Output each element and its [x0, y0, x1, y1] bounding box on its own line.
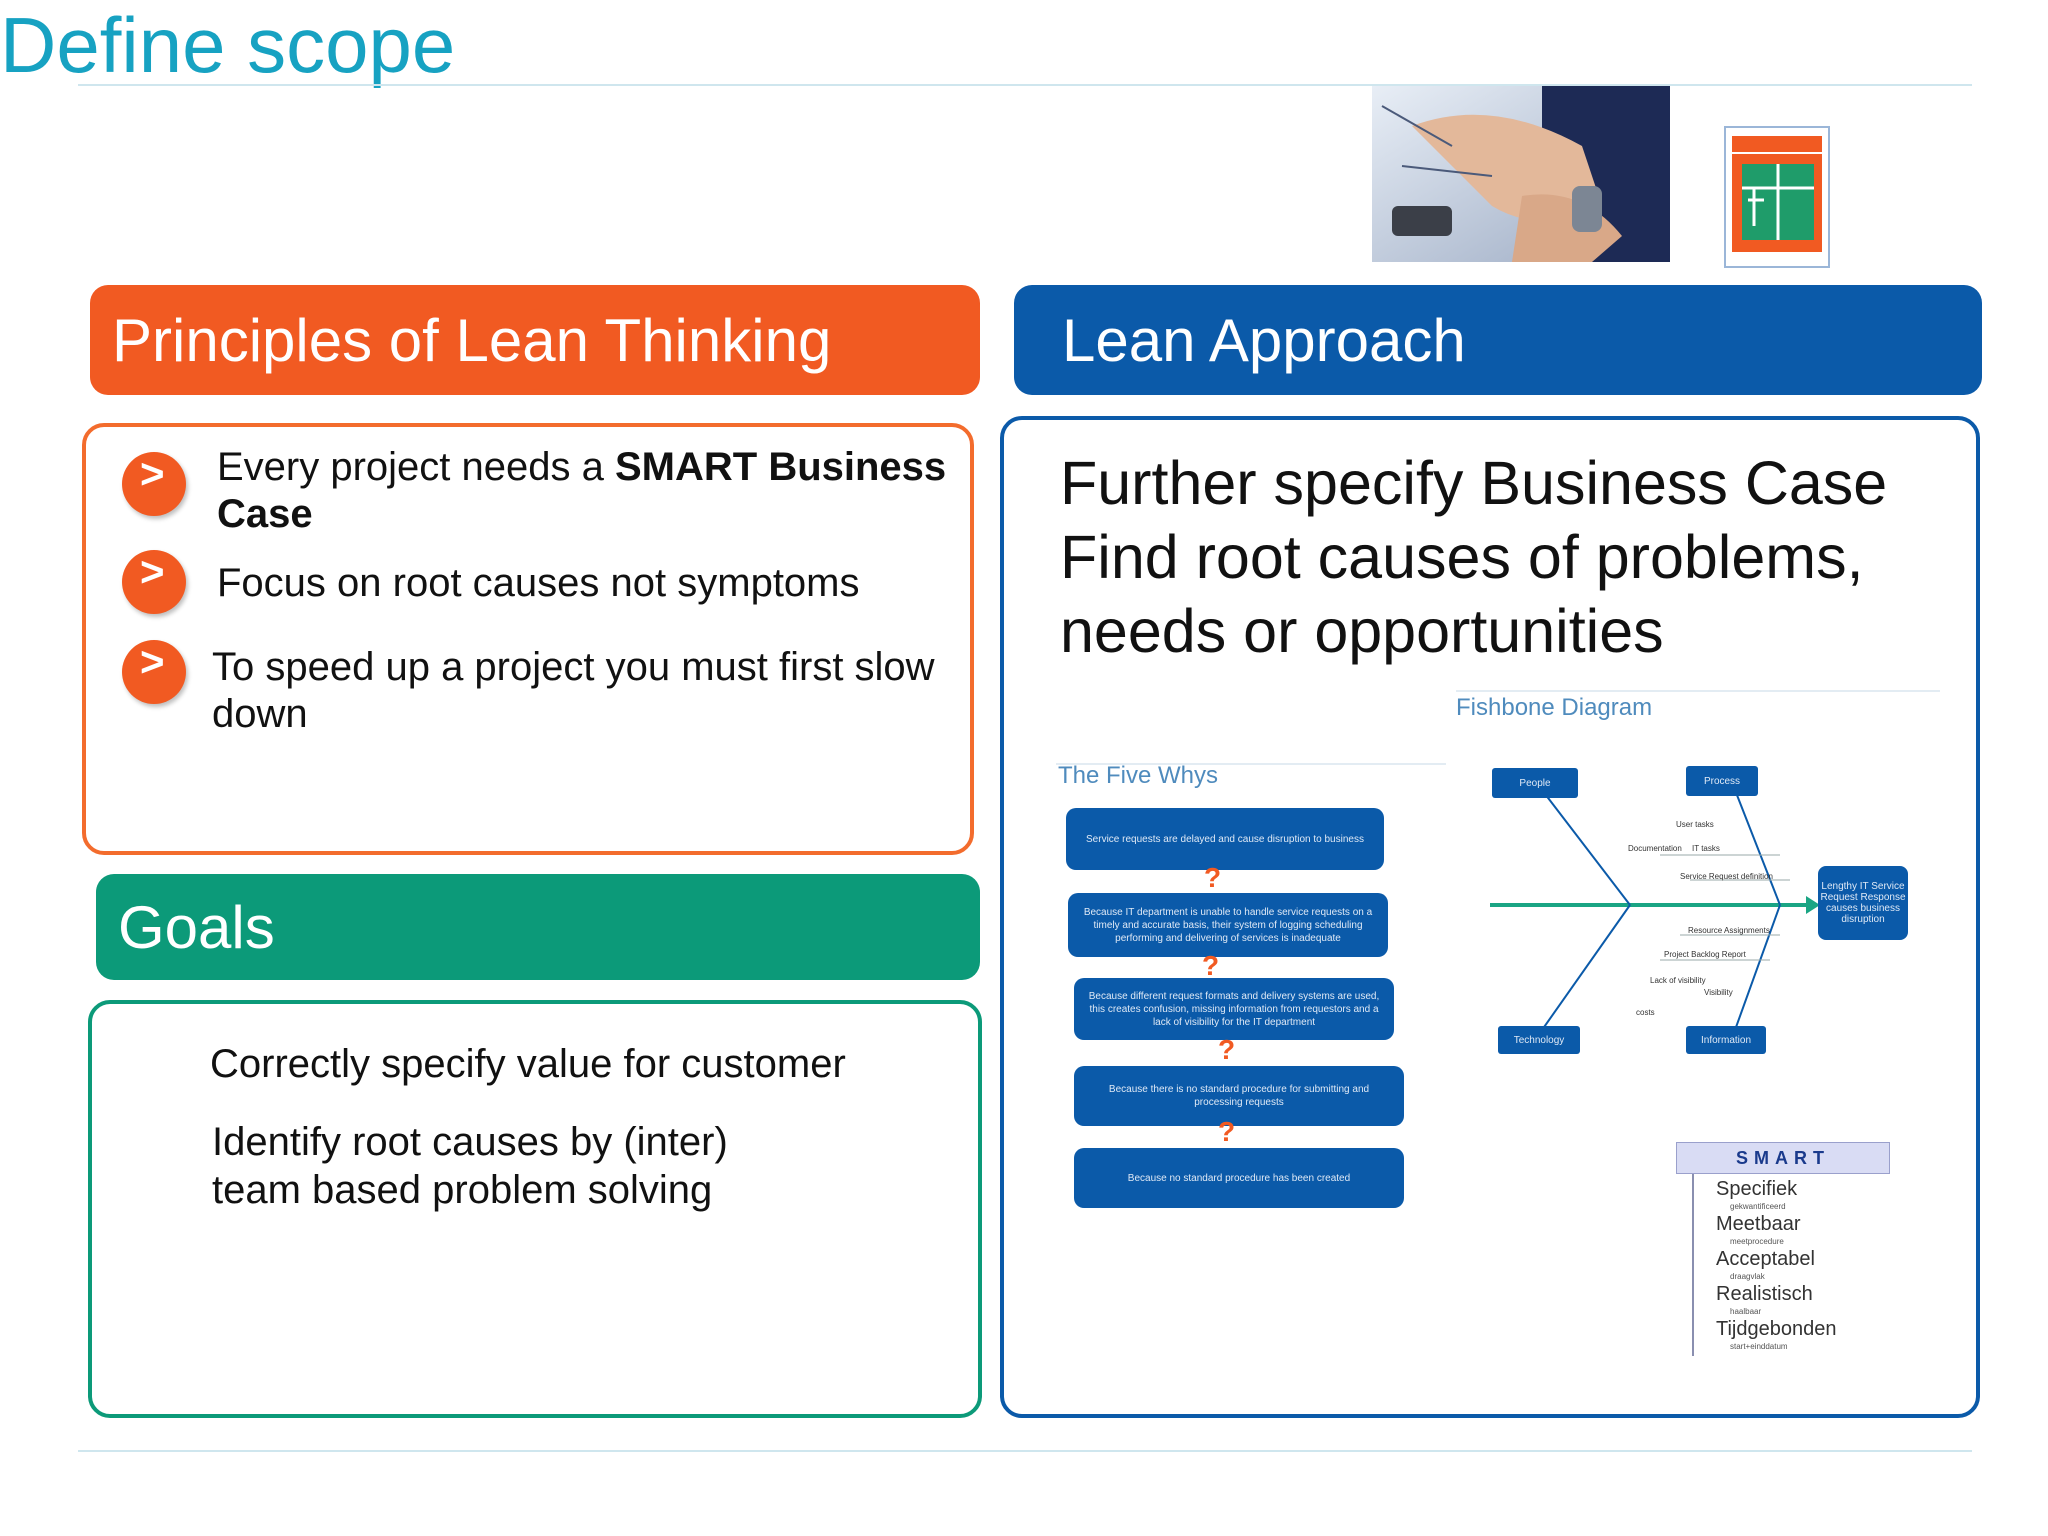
fishbone-people: People: [1492, 768, 1578, 798]
why-box-5: Because no standard procedure has been c…: [1074, 1148, 1404, 1208]
fishbone-note: Visibility: [1704, 988, 1733, 997]
lean-line-1: Further specify Business Case: [1060, 449, 1888, 517]
fishbone-information: Information: [1686, 1026, 1766, 1054]
smart-sub: meetprocedure: [1730, 1237, 1784, 1246]
why-question-1: ?: [1204, 862, 1222, 893]
fishbone-note: Lack of visibility: [1650, 976, 1706, 985]
lean-approach-text: Further specify Business Case Find root …: [1060, 446, 1887, 668]
goals-header: Goals: [96, 874, 980, 980]
why-box-4: Because there is no standard procedure f…: [1074, 1066, 1404, 1126]
principle-text: Every project needs a: [217, 445, 615, 489]
smart-item: Specifiek: [1716, 1178, 1798, 1200]
fishbone-effect: Lengthy IT Service Request Response caus…: [1818, 866, 1908, 940]
smart-sub: haalbaar: [1730, 1307, 1762, 1316]
fishbone-note: Documentation: [1628, 844, 1682, 853]
five-whys-caption: The Five Whys: [1058, 762, 1219, 789]
page-title: Define scope: [0, 1, 456, 89]
arrow-bullet-icon: >: [122, 548, 186, 614]
why-box-1: Service requests are delayed and cause d…: [1066, 808, 1384, 870]
smart-header: SMART: [1676, 1142, 1890, 1174]
goal-item-1: Correctly specify value for customer: [210, 1042, 846, 1086]
why-question-3: ?: [1218, 1034, 1236, 1065]
smart-sub: draagvlak: [1730, 1272, 1765, 1281]
smart-divider: [1692, 1172, 1694, 1356]
principle-bold-text: SMART Business Case: [217, 445, 947, 536]
document-icon: [1724, 126, 1830, 268]
smart-sub: start+einddatum: [1730, 1342, 1788, 1351]
principle-item-3: To speed up a project you must first slo…: [212, 645, 935, 736]
principles-header: Principles of Lean Thinking: [90, 285, 980, 395]
smart-sub: gekwantificeerd: [1730, 1202, 1786, 1211]
fishbone-note: Resource Assignments: [1688, 926, 1770, 935]
five-whys-rule: [1056, 763, 1446, 765]
fishbone-lines: [1490, 789, 1820, 1031]
fishbone-process: Process: [1686, 766, 1758, 796]
why-box-2: Because IT department is unable to handl…: [1068, 893, 1388, 957]
smart-item: Acceptabel: [1716, 1248, 1815, 1270]
smart-item: Tijdgebonden: [1716, 1318, 1837, 1340]
goal-item-2b: team based problem solving: [212, 1168, 713, 1212]
smart-item: Meetbaar: [1716, 1213, 1801, 1235]
lean-line-2: Find root causes of problems,: [1060, 523, 1864, 591]
why-question-2: ?: [1202, 950, 1220, 981]
smart-item: Realistisch: [1716, 1283, 1813, 1305]
photo-hands-icon: [1372, 86, 1670, 262]
fishbone-note: Service Request definition: [1680, 872, 1773, 881]
why-question-4: ?: [1218, 1116, 1236, 1147]
fishbone-note: User tasks: [1676, 820, 1714, 829]
principle-item-1: Every project needs a SMART Business Cas…: [217, 444, 977, 538]
top-rule: [78, 84, 1972, 86]
bottom-rule: [78, 1450, 1972, 1452]
fishbone-caption: Fishbone Diagram: [1456, 694, 1653, 721]
goals-panel: [88, 1000, 982, 1418]
why-box-3: Because different request formats and de…: [1074, 978, 1394, 1040]
fishbone-note: costs: [1636, 1008, 1655, 1017]
fishbone-technology: Technology: [1498, 1026, 1580, 1054]
fishbone-note: Project Backlog Report: [1664, 950, 1746, 959]
arrow-bullet-icon: >: [122, 450, 186, 516]
lean-line-3: needs or opportunities: [1060, 597, 1664, 665]
principles-panel: [82, 423, 974, 855]
fishbone-rule: [1456, 690, 1940, 692]
fishbone-note: IT tasks: [1692, 844, 1720, 853]
arrow-bullet-icon: >: [122, 638, 186, 704]
goal-item-2a: Identify root causes by (inter): [212, 1120, 728, 1164]
lean-approach-header: Lean Approach: [1014, 285, 1982, 395]
principle-item-2: Focus on root causes not symptoms: [217, 561, 860, 605]
